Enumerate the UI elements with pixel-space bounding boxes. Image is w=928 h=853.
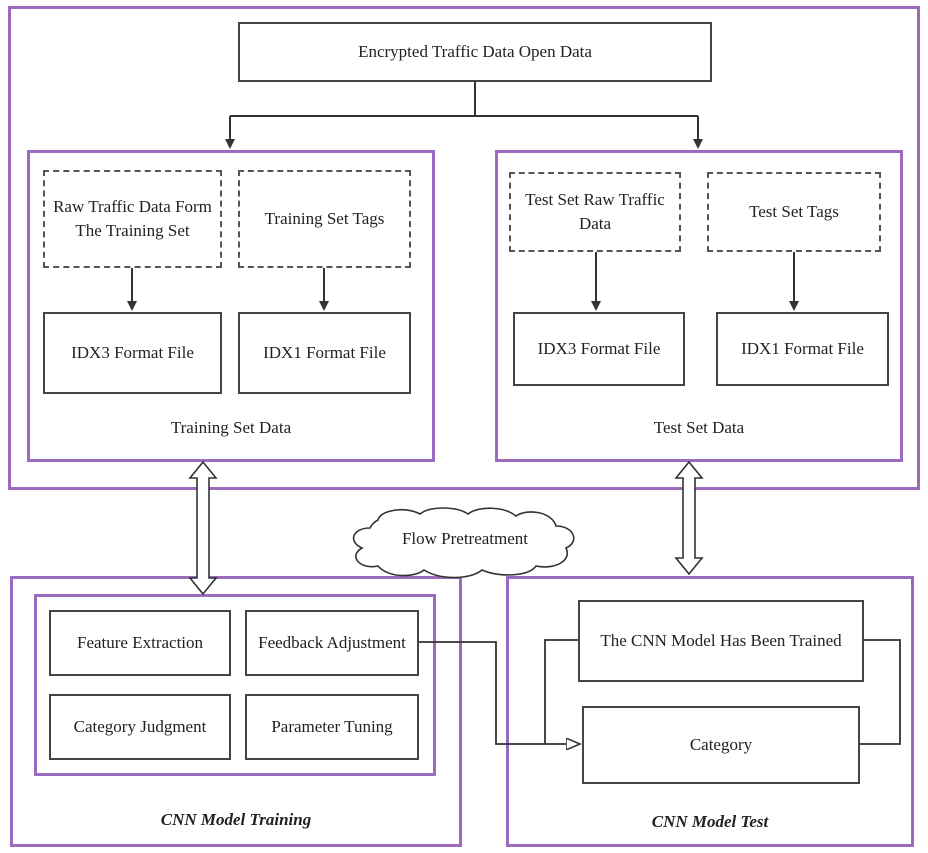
flow-pretreatment-cloud [352, 507, 575, 579]
feature-extraction-label: Feature Extraction [76, 633, 204, 652]
test-set-caption: Test Set Data [653, 418, 745, 437]
cnn-training-caption: CNN Model Training [160, 810, 312, 829]
feedback-adjustment-box: Feedback Adjustment [245, 610, 419, 676]
parameter-tuning-box: Parameter Tuning [245, 694, 419, 760]
feedback-to-category [419, 641, 580, 744]
open-data-label: Encrypted Traffic Data Open Data [358, 42, 592, 61]
test-tags-box: Test Set Tags [707, 172, 881, 252]
outer-frame [8, 6, 920, 490]
test-idx1-label: IDX1 Format File [741, 339, 864, 358]
double-arrow-test [674, 460, 704, 576]
open-data-box: Encrypted Traffic Data Open Data [238, 22, 712, 82]
training-tags-box: Training Set Tags [238, 170, 411, 268]
test-idx3-box: IDX3 Format File [513, 312, 685, 386]
cnn-training-inner-frame [34, 594, 436, 776]
split-connector [230, 82, 698, 117]
trained-model-box: The CNN Model Has Been Trained [578, 600, 864, 682]
training-idx3-box: IDX3 Format File [43, 312, 222, 394]
test-set-data-frame [495, 150, 903, 462]
trained-to-category-right [860, 639, 901, 745]
cnn-test-frame [506, 576, 914, 847]
training-raw-label: Raw Traffic Data Form The Training Set [53, 197, 212, 240]
training-raw-box: Raw Traffic Data Form The Training Set [43, 170, 222, 268]
cnn-test-caption: CNN Model Test [651, 812, 769, 831]
category-label: Category [689, 735, 753, 754]
feedback-adjustment-label: Feedback Adjustment [258, 633, 406, 652]
parameter-tuning-label: Parameter Tuning [271, 717, 393, 736]
test-tags-label: Test Set Tags [749, 202, 839, 221]
training-idx1-box: IDX1 Format File [238, 312, 411, 394]
trained-to-category-left [544, 639, 578, 744]
test-idx1-box: IDX1 Format File [716, 312, 889, 386]
test-idx3-label: IDX3 Format File [537, 339, 661, 358]
training-idx1-label: IDX1 Format File [263, 343, 386, 362]
feature-extraction-box: Feature Extraction [49, 610, 231, 676]
category-judgment-label: Category Judgment [73, 717, 207, 736]
test-raw-box: Test Set Raw Traffic Data [509, 172, 681, 252]
double-arrow-training [188, 460, 218, 596]
training-set-data-frame [27, 150, 435, 462]
flow-pretreatment-label: Flow Pretreatment [401, 529, 529, 548]
training-tags-label: Training Set Tags [264, 209, 385, 228]
trained-model-label: The CNN Model Has Been Trained [600, 631, 842, 650]
test-raw-label: Test Set Raw Traffic Data [525, 190, 665, 233]
cnn-training-frame [10, 576, 462, 847]
category-judgment-box: Category Judgment [49, 694, 231, 760]
training-set-caption: Training Set Data [170, 418, 292, 437]
category-box: Category [582, 706, 860, 784]
training-idx3-label: IDX3 Format File [71, 343, 194, 362]
